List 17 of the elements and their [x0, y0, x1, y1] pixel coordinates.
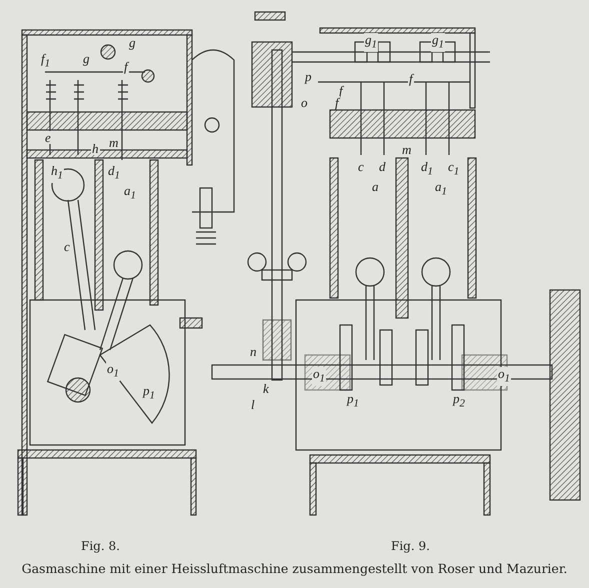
figure-label: Fig. 8. — [80, 540, 121, 553]
figure-caption: Gasmaschine mit einer Heissluftmaschine zusammengestellt von Roser und Mazurier. — [20, 561, 568, 576]
part-letter: o$_{1}$ — [106, 362, 120, 381]
part-letter: k — [262, 382, 270, 395]
part-letter: g$_{1}$ — [431, 33, 445, 52]
part-letter: f — [123, 60, 129, 73]
part-letter: f — [334, 96, 340, 109]
part-letter: h$_{1}$ — [50, 164, 64, 183]
figure-label: Fig. 9. — [390, 540, 431, 553]
part-letter: g$_{1}$ — [364, 33, 378, 52]
part-letter: l — [250, 398, 256, 411]
part-letter: o$_{1}$ — [497, 367, 511, 386]
part-letter: e — [44, 131, 52, 144]
part-letter: d — [378, 160, 386, 173]
part-letter: o$_{1}$ — [312, 367, 326, 386]
part-letter: f — [408, 72, 414, 85]
part-letter: h — [91, 142, 100, 155]
